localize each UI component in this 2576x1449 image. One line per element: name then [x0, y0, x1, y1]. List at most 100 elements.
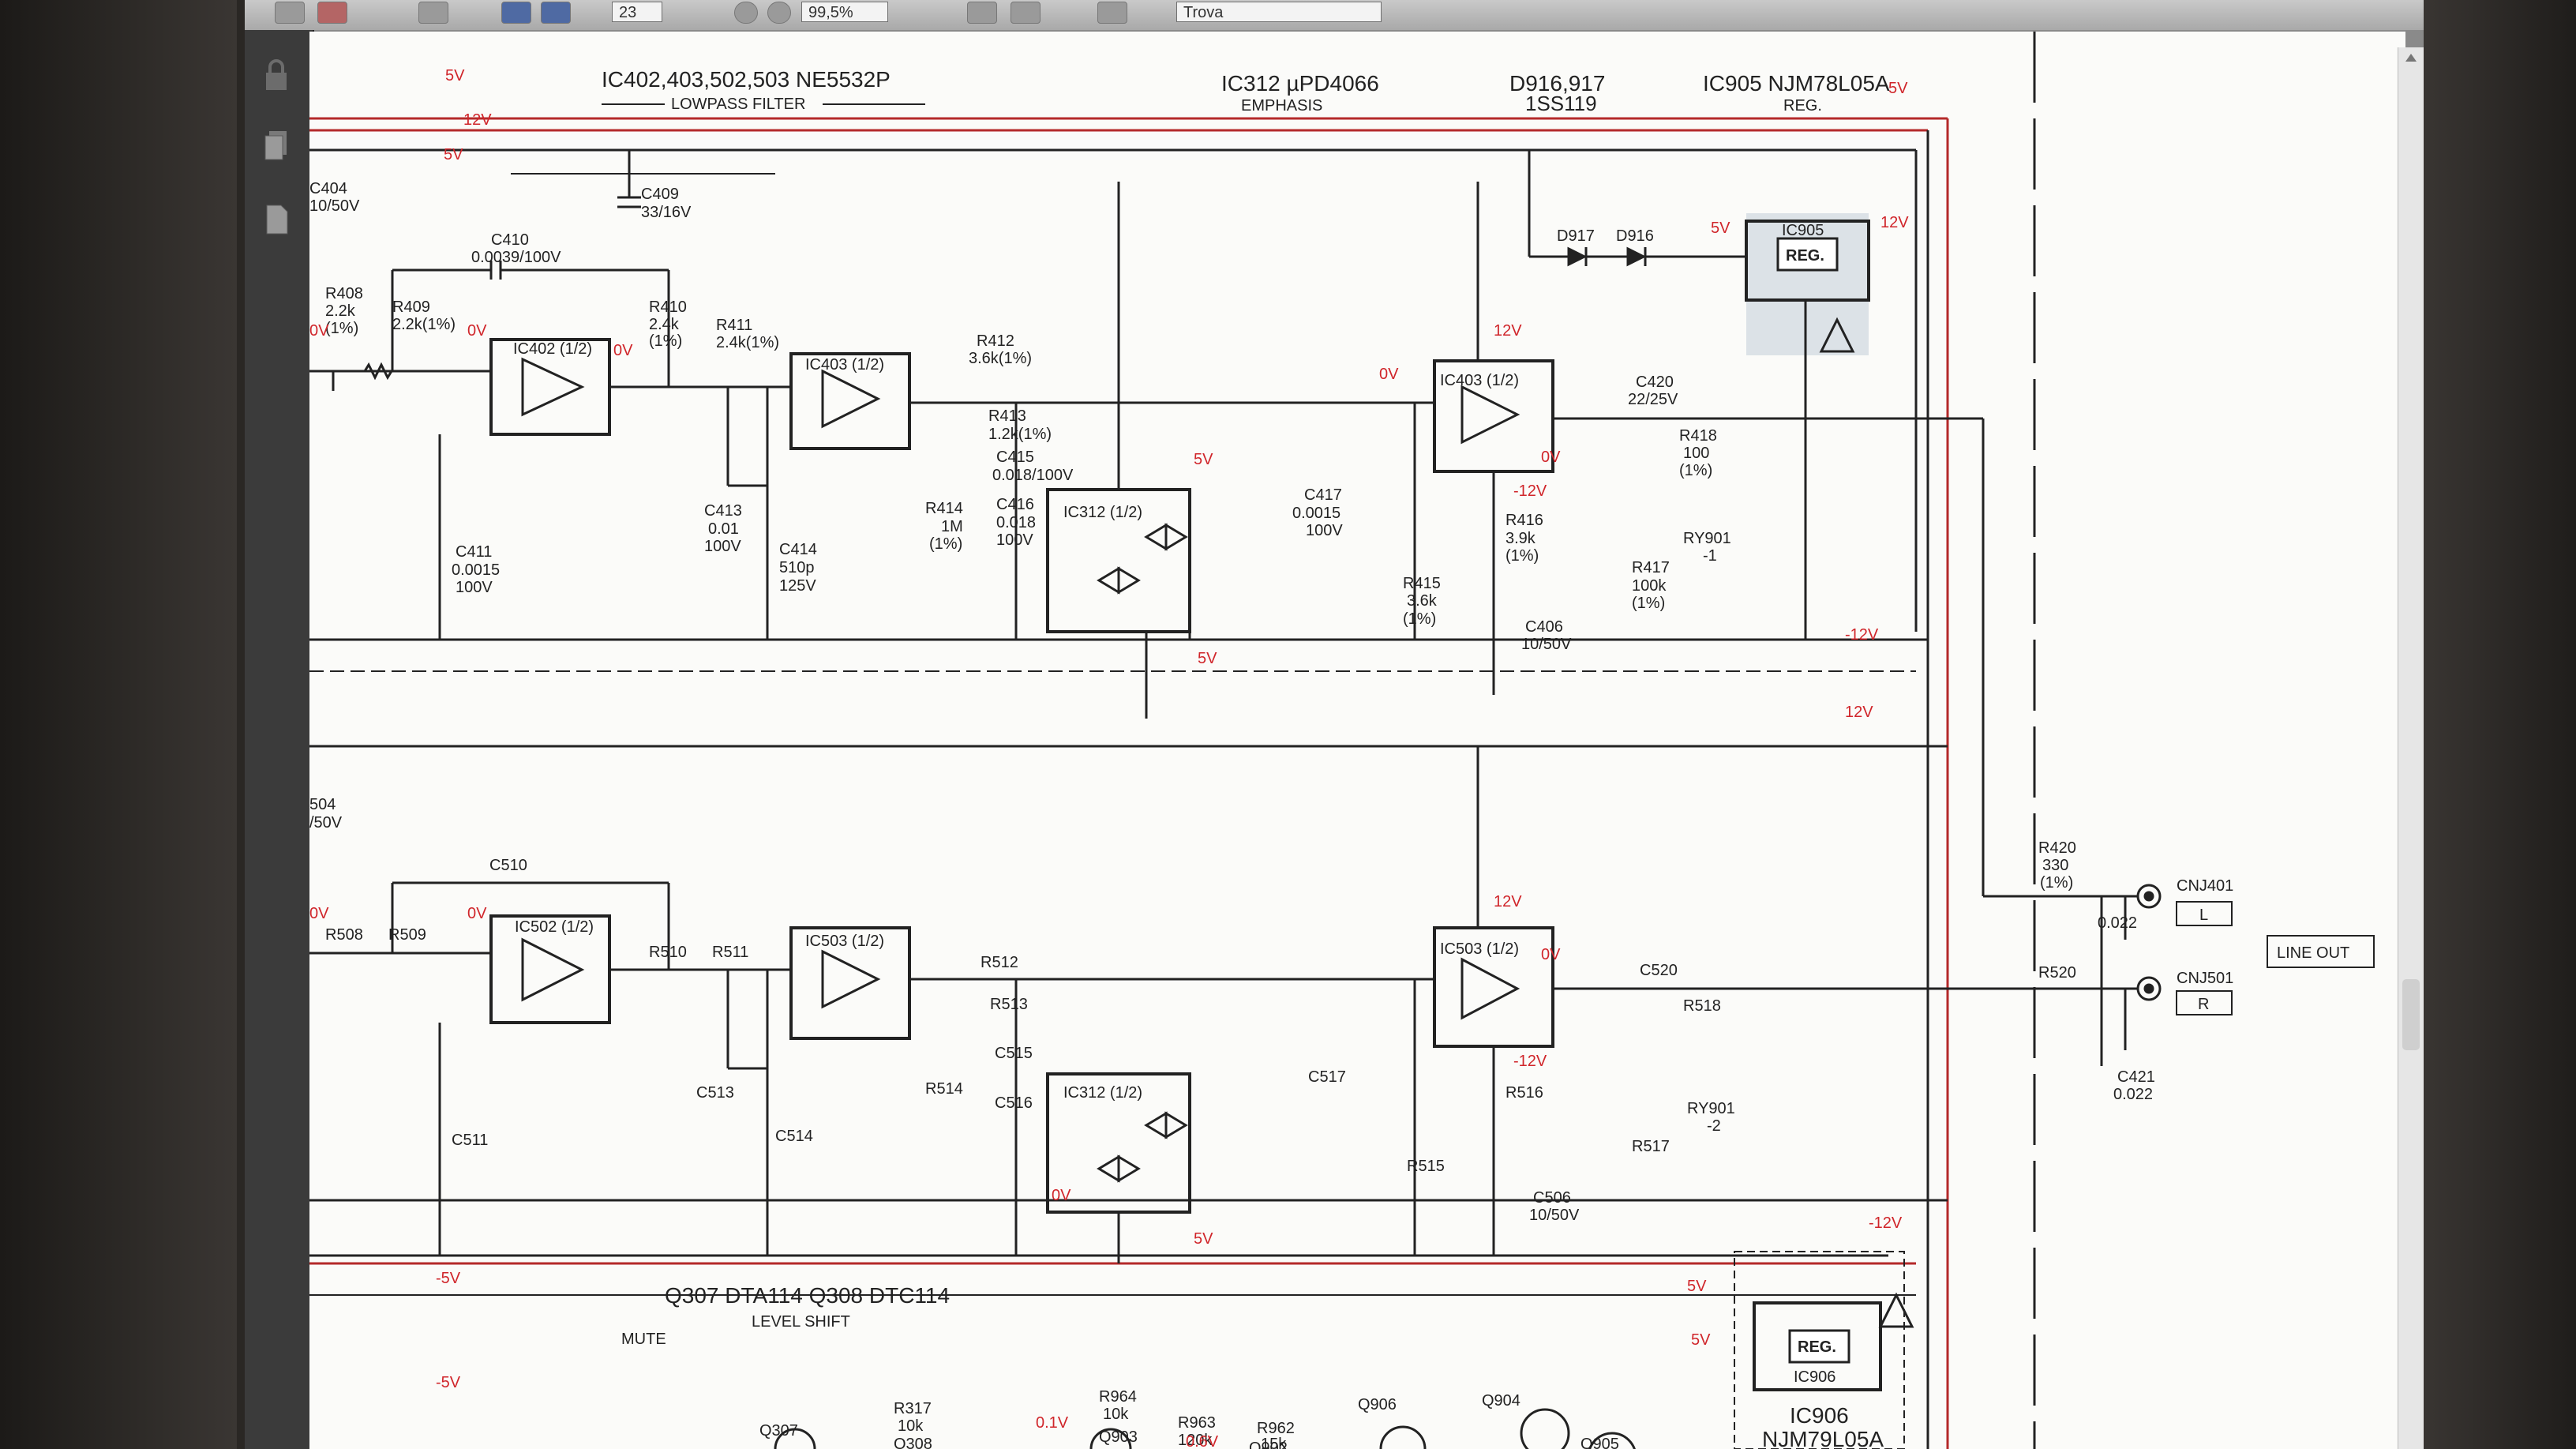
zoom-in-icon[interactable] [767, 2, 791, 24]
ic402-label: IC402 (1/2) [513, 340, 592, 358]
r515-label: R515 [1407, 1158, 1445, 1175]
pin-m12v-ic403b: -12V [1513, 482, 1547, 500]
r412-value: 3.6k(1%) [969, 350, 1032, 367]
r410-value: 2.4k [649, 316, 680, 333]
header-ic312: IC312 µPD4066 [1221, 71, 1379, 96]
c414-value: 510p [779, 559, 815, 576]
d916-label: D916 [1616, 227, 1654, 245]
c416-voltage: 100V [996, 531, 1033, 549]
next-page-icon[interactable] [541, 2, 571, 24]
zoom-field[interactable]: 99,5% [801, 2, 888, 22]
c517-label: C517 [1308, 1068, 1346, 1086]
r514-label: R514 [925, 1080, 963, 1098]
lock-icon[interactable] [262, 58, 291, 93]
r410-tol: (1%) [649, 332, 682, 350]
c506-label: C506 [1533, 1189, 1571, 1207]
r411-label: R411 [716, 317, 752, 334]
r964-value: 10k [1103, 1406, 1129, 1423]
q902-label: Q902 [1249, 1440, 1288, 1449]
r409-label: R409 [392, 298, 430, 316]
c406-value: 10/50V [1521, 636, 1572, 653]
opamp-triangles-left [521, 357, 1520, 445]
r413-label: R413 [988, 407, 1026, 425]
page-number-field[interactable]: 23 [612, 2, 662, 22]
ov-marker-4: 0V [1379, 366, 1399, 383]
c413-label: C413 [704, 502, 742, 520]
fit-page-icon[interactable] [1011, 2, 1041, 24]
scroll-up-icon[interactable] [2405, 54, 2417, 62]
q906-label: Q906 [1358, 1396, 1397, 1413]
ic905-reg-box [1776, 237, 1839, 272]
r511-label: R511 [712, 944, 748, 961]
mail-icon[interactable] [317, 2, 347, 24]
ry901a-label: RY901 [1683, 530, 1731, 547]
cnj501-r-box [2176, 990, 2233, 1015]
header-emphasis: EMPHASIS [1241, 97, 1322, 114]
signal-path-left [309, 182, 2074, 898]
r415-label: R415 [1403, 575, 1441, 592]
c513-label: C513 [696, 1084, 734, 1102]
c415-value: 0.018/100V [992, 467, 1074, 484]
print-icon[interactable] [275, 2, 305, 24]
attachments-icon[interactable] [262, 202, 291, 237]
previous-page-icon[interactable] [501, 2, 531, 24]
header-ic905: IC905 NJM78L05A [1703, 71, 1890, 96]
supply-rails-top [309, 117, 1949, 1449]
ov-marker-7: 0V [467, 905, 487, 922]
ic403a-label: IC403 (1/2) [805, 356, 884, 374]
r417-tol: (1%) [1632, 595, 1665, 612]
opamp-triangles-right [521, 937, 1520, 1020]
fit-width-icon[interactable] [967, 2, 997, 24]
r411-value: 2.4k(1%) [716, 334, 779, 351]
find-field[interactable]: Trova [1176, 2, 1382, 22]
header-level-shift: LEVEL SHIFT [752, 1313, 850, 1331]
r414-label: R414 [925, 500, 963, 517]
c515-label: C515 [995, 1045, 1033, 1062]
r416-label: R416 [1505, 512, 1543, 529]
vertical-scrollbar[interactable] [2398, 47, 2424, 1449]
scrollbar-thumb[interactable] [2402, 979, 2420, 1050]
zoom-out-icon[interactable] [734, 2, 758, 24]
ov-marker-3: 0V [613, 342, 633, 359]
cnj401-l: L [2199, 907, 2208, 924]
c417-label: C417 [1304, 486, 1342, 504]
r414-value: 1M [941, 518, 963, 535]
rail-12v-b: 12V [1845, 704, 1873, 721]
c414-voltage: 125V [779, 577, 816, 595]
r513-label: R513 [990, 996, 1028, 1013]
desk-background-left [0, 0, 237, 1449]
ic906-reg: REG. [1798, 1338, 1836, 1356]
ic503a-label: IC503 (1/2) [805, 933, 884, 950]
r512-label: R512 [981, 954, 1018, 971]
rail-5v-b: 5V [444, 146, 463, 163]
r413-value: 1.2k(1%) [988, 426, 1052, 443]
c411-value: 0.0015 [452, 561, 500, 579]
rail-m5v-a: -5V [436, 1270, 461, 1287]
warning-icon [1819, 317, 1855, 353]
c504-label: 504 [309, 796, 336, 813]
pin-5v-ic312a: 5V [1194, 451, 1213, 468]
pages-icon[interactable] [262, 128, 291, 163]
cnj401-l-box [2176, 901, 2233, 926]
q308-label: Q308 [894, 1436, 932, 1449]
c409-symbol [617, 150, 641, 208]
r418-value: 100 [1683, 445, 1709, 462]
r408-tol: (1%) [325, 320, 358, 337]
hand-tool-icon[interactable] [418, 2, 448, 24]
v06-label: 0.6V [1186, 1433, 1219, 1449]
c421-label: C421 [2117, 1068, 2155, 1086]
pin-m12v-ic503b: -12V [1513, 1053, 1547, 1070]
header-mute: MUTE [621, 1331, 666, 1348]
r408-value: 2.2k [325, 302, 356, 320]
r420-value: 330 [2042, 857, 2068, 874]
r415-value: 3.6k [1407, 592, 1438, 610]
ic906-reg-box [1788, 1329, 1850, 1364]
two-page-icon[interactable] [1097, 2, 1127, 24]
ic905-box [1745, 220, 1870, 302]
rail-5v-a: 5V [445, 67, 465, 84]
c417-value: 0.0015 [1292, 505, 1340, 522]
c414-label: C414 [779, 541, 817, 558]
r516-label: R516 [1505, 1084, 1543, 1102]
c420-label: C420 [1636, 374, 1674, 391]
r520-label: R520 [2038, 964, 2076, 982]
